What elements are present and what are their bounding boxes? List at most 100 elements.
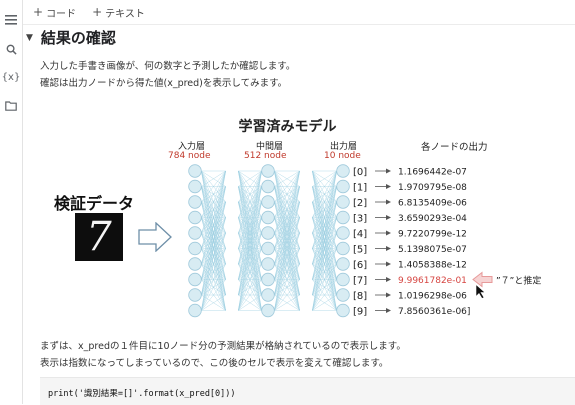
variables-icon[interactable]: {x} — [1, 71, 21, 83]
output-node — [336, 226, 350, 240]
intro-line-2: 確認は出力ノードから得た値(x_pred)を表示してみます。 — [40, 78, 288, 89]
toolbar: + コード + テキスト — [23, 0, 575, 25]
connection-line — [312, 170, 337, 203]
connection-line — [274, 170, 300, 187]
connection-line — [201, 201, 226, 311]
connection-line — [312, 263, 337, 311]
mouse-cursor-icon — [475, 283, 486, 299]
connection-line — [201, 279, 226, 311]
connection-line — [201, 294, 226, 311]
add-code-button[interactable]: + コード — [33, 5, 76, 20]
connection-line — [274, 170, 300, 311]
row-arrow-head-icon — [386, 308, 391, 313]
connection-line — [312, 217, 337, 311]
connection-line — [238, 170, 262, 296]
connection-line — [312, 248, 337, 311]
output-node-count: 10 node — [324, 151, 361, 161]
connection-line — [238, 170, 262, 249]
connection-line — [238, 186, 262, 311]
connection-line — [238, 232, 262, 311]
input-node — [188, 257, 202, 271]
output-index-label: [3] — [353, 214, 367, 225]
hidden-node — [261, 272, 275, 287]
connection-line — [312, 170, 337, 296]
connection-line — [274, 170, 300, 234]
hidden-node — [261, 195, 275, 209]
connection-line — [201, 248, 226, 311]
output-node — [336, 164, 350, 178]
connection-line — [201, 170, 226, 234]
hidden-node — [261, 179, 275, 194]
connection-line — [238, 170, 262, 187]
collapse-caret-icon[interactable]: ▼ — [26, 32, 33, 43]
output-index-label: [0] — [353, 167, 367, 178]
output-value: 1.9709795e-08 — [398, 183, 467, 193]
add-code-label: コード — [46, 8, 77, 20]
row-arrow-head-icon — [386, 184, 391, 189]
input-node — [188, 164, 202, 178]
connection-line — [201, 217, 226, 311]
connection-line — [274, 232, 300, 311]
connection-line — [238, 170, 262, 280]
output-node — [336, 272, 350, 287]
input-node — [188, 210, 202, 225]
connection-line — [201, 170, 226, 249]
connection-line — [274, 201, 300, 311]
connection-line — [201, 186, 226, 311]
input-node — [188, 241, 202, 256]
hidden-node — [261, 303, 275, 318]
hidden-node-count: 512 node — [244, 151, 287, 161]
verification-data-label: 検証データ — [54, 194, 135, 213]
output-node — [336, 241, 350, 256]
section-title: 結果の確認 — [40, 29, 116, 47]
connection-line — [238, 201, 262, 311]
hidden-node — [261, 164, 275, 178]
hidden-node — [261, 257, 275, 271]
connection-line — [201, 170, 226, 187]
output-index-label: [6] — [353, 260, 367, 271]
connection-line — [238, 170, 262, 218]
connection-line — [312, 279, 337, 311]
row-arrow-head-icon — [386, 230, 391, 236]
hidden-node — [261, 241, 275, 256]
input-node — [188, 288, 202, 302]
output-index-label: [4] — [353, 229, 367, 240]
plus-icon: + — [33, 5, 44, 19]
connection-line — [274, 279, 300, 311]
menu-icon[interactable] — [4, 13, 18, 27]
connection-line — [201, 263, 226, 311]
output-value: 9.9961782e-01 — [398, 276, 467, 286]
connection-line — [201, 170, 226, 265]
handwritten-digit-image: 7 — [75, 213, 123, 261]
folder-icon[interactable] — [4, 99, 18, 113]
output-index-label: [1] — [353, 183, 367, 194]
output-value: 7.8560361e-06] — [398, 307, 470, 317]
search-icon[interactable] — [4, 42, 18, 56]
connection-line — [201, 170, 226, 218]
connection-line — [312, 186, 337, 311]
code-cell[interactable]: print('識別結果=[]'.format(x_pred[0])) — [40, 377, 575, 405]
connection-line — [312, 232, 337, 311]
output-index-label: [5] — [353, 245, 367, 256]
input-arrow-icon — [138, 222, 172, 252]
connection-line — [201, 170, 226, 311]
connection-line — [312, 170, 337, 265]
output-value: 9.7220799e-12 — [398, 230, 467, 240]
connection-line — [238, 170, 262, 203]
connection-lines — [201, 170, 337, 311]
output-value: 1.1696442e-07 — [398, 168, 467, 178]
connection-line — [201, 170, 226, 280]
add-text-button[interactable]: + テキスト — [92, 5, 145, 20]
output-value: 1.4058388e-12 — [398, 261, 467, 271]
hidden-node — [261, 288, 275, 302]
row-arrow-head-icon — [386, 215, 391, 220]
connection-line — [274, 170, 300, 265]
connection-line — [274, 294, 300, 311]
input-node — [188, 303, 202, 318]
hidden-node — [261, 226, 275, 240]
connection-line — [274, 170, 300, 218]
connection-line — [238, 217, 262, 311]
hidden-layer-label: 中間層 — [256, 142, 284, 152]
connection-line — [274, 170, 300, 296]
